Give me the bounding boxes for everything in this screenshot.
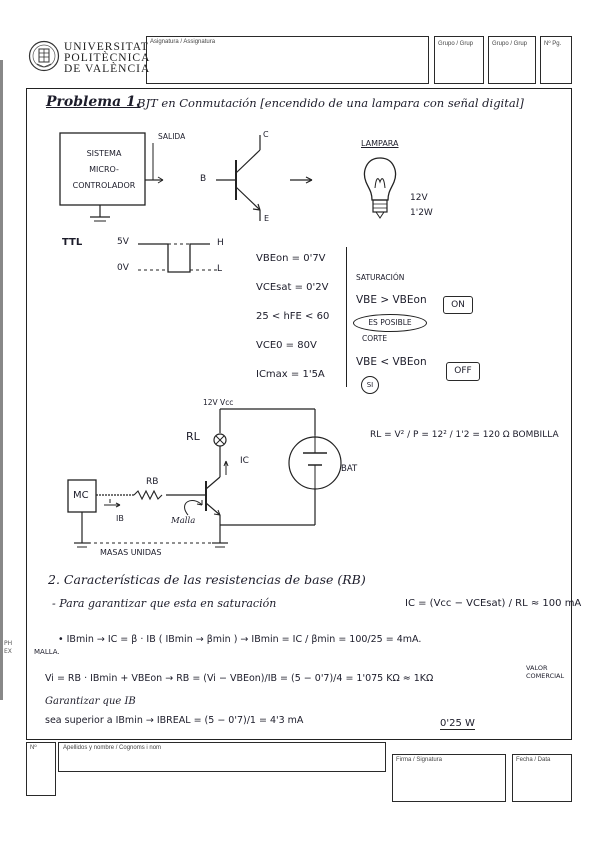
block-label: SISTEMA MICRO- CONTROLADOR <box>64 146 144 194</box>
page-number-field[interactable]: Nº Pg. <box>540 36 572 84</box>
side-mark: EX <box>4 648 12 655</box>
lamp-icon <box>363 157 397 219</box>
side-mark: PH <box>4 640 13 647</box>
section2-title: 2. Características de las resistencias d… <box>48 572 366 587</box>
lamp-label: LAMPARA <box>361 139 399 148</box>
problem-title: Problema 1. <box>46 94 141 110</box>
lamp-voltage: 12V <box>410 193 428 203</box>
rb-label: RB <box>146 477 159 487</box>
seal-icon <box>28 40 60 72</box>
answer-sheet <box>26 88 572 740</box>
problem-subtitle: BJT en Conmutación [encendido de una lam… <box>137 96 524 110</box>
es-posible-text: ES POSIBLE <box>368 318 412 327</box>
emitter-label: E <box>264 214 270 223</box>
valor-comercial-note: VALOR COMERCIAL <box>526 664 565 680</box>
saturacion-condition: VBE > VBEon <box>356 294 427 306</box>
group-label-2: Grupo / Grup <box>492 41 528 47</box>
rl-label: RL <box>186 430 200 443</box>
salida-label: SALIDA <box>158 132 186 141</box>
subject-field[interactable]: Asignatura / Assignatura <box>146 36 429 84</box>
group-label-1: Grupo / Grup <box>438 41 474 47</box>
margin-strip <box>0 60 3 700</box>
number-label: Nº <box>30 745 37 751</box>
vcc-label: 12V Vcc <box>203 398 234 407</box>
ic-label: IC <box>240 456 249 466</box>
spec-vcesat: VCEsat = 0'2V <box>256 282 329 293</box>
block-label-line: MICRO- <box>89 165 119 174</box>
circuit-schematic <box>67 408 342 548</box>
section2-line3: Vi = RB · IBmin + VBEon → RB = (Vi − VBE… <box>45 673 434 684</box>
university-line: POLITÈCNICA <box>64 52 151 64</box>
ic-formula: IC = (Vcc − VCEsat) / RL ≈ 100 mA <box>405 598 582 609</box>
number-field[interactable]: Nº <box>26 742 56 796</box>
ttl-high-level: H <box>217 238 224 248</box>
saturacion-label: SATURACIÓN <box>356 273 405 282</box>
university-name: UNIVERSITAT POLITÈCNICA DE VALÈNCIA <box>64 41 151 75</box>
section2-line5: sea superior a IBmin → IBREAL = (5 − 0'7… <box>45 715 304 726</box>
ib-label: IB <box>116 514 124 523</box>
group-field-2[interactable]: Grupo / Grup <box>488 36 536 84</box>
off-state-box: OFF <box>446 362 480 381</box>
ttl-high-voltage: 5V <box>117 237 129 247</box>
lamp-power: 1'2W <box>410 208 433 218</box>
subject-label: Asignatura / Assignatura <box>150 39 216 45</box>
corte-condition: VBE < VBEon <box>356 356 427 368</box>
si-text: SI <box>366 381 374 389</box>
spec-hfe: 25 < hFE < 60 <box>256 311 330 322</box>
block-label-line: SISTEMA <box>86 149 122 158</box>
university-logo <box>28 40 60 72</box>
section2-line1: - Para garantizar que esta en saturación <box>52 597 277 610</box>
section2-line2: • IBmin → IC = β · IB ( IBmin → βmin ) →… <box>58 634 422 645</box>
ttl-label: TTL <box>62 237 83 248</box>
collector-label: C <box>263 130 269 139</box>
score-note: 0'25 W <box>440 718 475 730</box>
malla-label: Malla <box>171 516 196 526</box>
on-state-text: ON <box>451 300 465 310</box>
spec-icmax: ICmax = 1'5A <box>256 369 325 380</box>
group-field-1[interactable]: Grupo / Grup <box>434 36 484 84</box>
university-line: DE VALÈNCIA <box>64 63 151 75</box>
masas-unidas-label: MASAS UNIDAS <box>100 548 162 557</box>
university-line: UNIVERSITAT <box>64 41 149 53</box>
specs-list: VBEon = 0'7V VCEsat = 0'2V 25 < hFE < 60… <box>256 244 329 389</box>
page-number-label: Nº Pg. <box>544 41 562 47</box>
date-field[interactable]: Fecha / Data <box>512 754 572 802</box>
es-posible-badge: ES POSIBLE <box>353 314 427 332</box>
bat-label: BAT <box>341 464 358 474</box>
ttl-low-voltage: 0V <box>117 263 129 273</box>
name-label: Apellidos y nombre / Cognoms i nom <box>63 745 162 751</box>
block-label-line: CONTROLADOR <box>72 181 136 190</box>
spec-vbeon: VBEon = 0'7V <box>256 253 326 264</box>
signature-field[interactable]: Firma / Signatura <box>392 754 506 802</box>
off-state-text: OFF <box>454 366 472 376</box>
specs-divider <box>346 247 347 387</box>
section2-line4: Garantizar que IB <box>45 696 136 707</box>
spec-vce0: VCE0 = 80V <box>256 340 317 351</box>
on-state-box: ON <box>443 296 473 314</box>
si-badge: SI <box>361 376 379 394</box>
ttl-low-level: L <box>217 264 223 274</box>
side-marks: PH EX <box>4 640 18 656</box>
base-label: B <box>200 174 207 184</box>
rl-formula: RL = V² / P = 12² / 1'2 = 120 Ω BOMBILLA <box>370 430 559 440</box>
corte-label: CORTE <box>362 334 388 343</box>
date-label: Fecha / Data <box>516 757 551 763</box>
name-field[interactable]: Apellidos y nombre / Cognoms i nom <box>58 742 386 772</box>
mc-label: MC <box>73 490 89 501</box>
malla-note: MALLA. <box>34 648 60 656</box>
signature-label: Firma / Signatura <box>396 757 443 763</box>
ttl-waveform <box>138 243 218 273</box>
block-diagram <box>59 132 313 222</box>
